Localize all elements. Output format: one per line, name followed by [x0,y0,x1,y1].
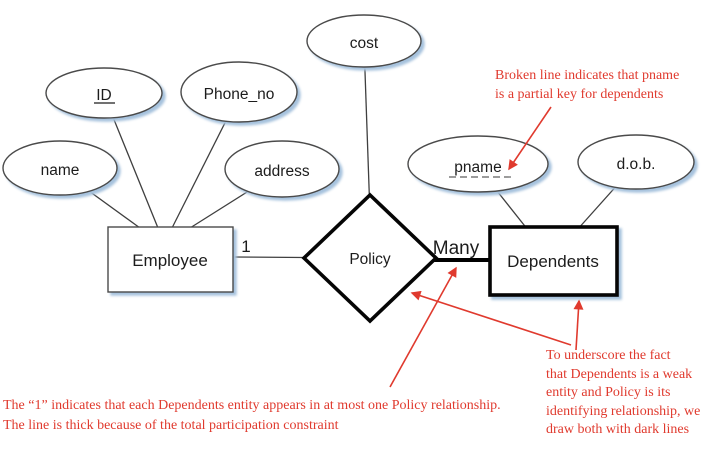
attribute-ellipse-address [224,140,340,198]
annotation-one-cardinality-note: The “1” indicates that each Dependents e… [3,398,501,433]
attribute-label-name: name [41,162,80,179]
entity-employee-box [107,226,234,293]
attribute-ellipse-phone [180,61,298,123]
annotation-arrow-policy-diamond [410,290,572,346]
relationship-policy-diamond [301,192,439,324]
attribute-label-id: ID [96,87,112,104]
entity-dependents-box [488,225,619,297]
annotation-weak-entity-note: To underscore the fact that Dependents i… [546,348,701,437]
attribute-label-address: address [254,163,309,180]
attribute-ellipse-name [2,140,118,196]
annotation-pname-partial-key-note: Broken line indicates that pname is a pa… [495,68,680,102]
annotation-arrow-thick-line [389,266,457,388]
connector-cost-policy [363,42,371,216]
attribute-label-phone: Phone_no [204,86,275,103]
attribute-label-pname: pname [454,159,501,176]
annotation-arrow-pname-underline [508,106,552,171]
relationship-label-policy: Policy [349,251,391,268]
attribute-ellipse-dob [577,134,695,190]
cardinality-one-label: 1 [241,237,250,256]
cardinality-many-label: Many [433,238,480,259]
attribute-label-cost: cost [350,35,379,52]
attribute-ellipse-id [45,67,163,119]
annotation-arrow-dependents-box [573,299,584,351]
entity-label-employee: Employee [132,251,208,270]
attribute-label-dob: d.o.b. [617,156,656,173]
entity-label-dependents: Dependents [507,252,599,271]
annotation-arrows [389,106,584,388]
attribute-ellipse-cost [306,14,422,68]
attribute-ellipse-pname [407,135,549,193]
